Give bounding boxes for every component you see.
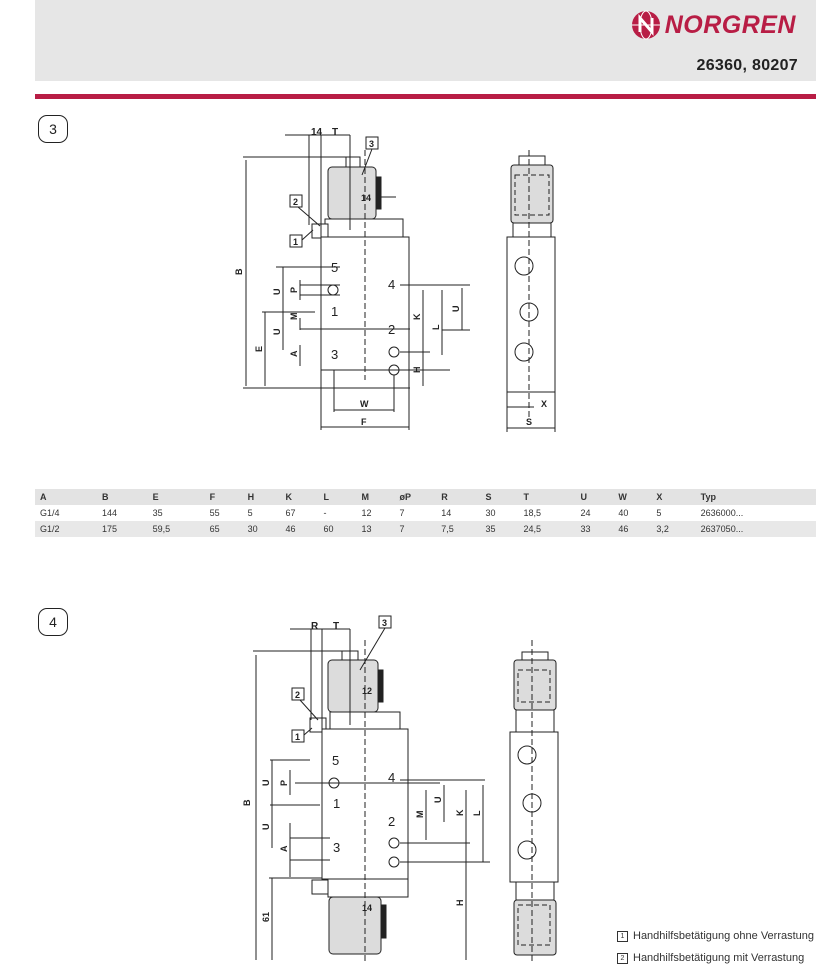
svg-text:U: U xyxy=(272,289,282,296)
legend-item: 2 Handhilfsbetätigung mit Verrastung xyxy=(617,952,814,974)
svg-text:L: L xyxy=(431,324,441,330)
svg-text:T: T xyxy=(332,127,338,138)
svg-text:B: B xyxy=(234,268,244,275)
svg-text:P: P xyxy=(279,780,289,786)
svg-text:U: U xyxy=(261,824,271,831)
svg-text:3: 3 xyxy=(333,840,340,855)
page-header: NORGREN 26360, 80207 xyxy=(35,0,816,81)
legend-number: 2 xyxy=(617,952,628,964)
svg-text:5: 5 xyxy=(331,260,338,275)
svg-text:5: 5 xyxy=(332,753,339,768)
svg-text:2: 2 xyxy=(388,814,395,829)
svg-text:M: M xyxy=(415,811,425,819)
svg-text:A: A xyxy=(289,350,299,357)
svg-text:A: A xyxy=(279,845,289,852)
svg-text:14: 14 xyxy=(362,903,372,913)
svg-text:12: 12 xyxy=(362,686,372,696)
svg-text:4: 4 xyxy=(388,770,395,785)
svg-text:1: 1 xyxy=(293,237,298,247)
svg-text:3: 3 xyxy=(331,347,338,362)
svg-text:R: R xyxy=(311,621,319,632)
brand-divider xyxy=(35,94,816,99)
svg-text:U: U xyxy=(272,329,282,336)
svg-text:H: H xyxy=(412,367,422,374)
svg-text:2: 2 xyxy=(295,690,300,700)
legend-text: Handhilfsbetätigung mit Verrastung xyxy=(633,952,805,964)
svg-text:M: M xyxy=(289,313,299,321)
svg-text:U: U xyxy=(451,306,461,313)
norgren-logo: NORGREN xyxy=(631,10,796,40)
svg-text:14: 14 xyxy=(311,127,323,138)
svg-text:B: B xyxy=(242,799,252,806)
svg-text:4: 4 xyxy=(388,277,395,292)
svg-text:2: 2 xyxy=(388,322,395,337)
svg-text:1: 1 xyxy=(295,732,300,742)
svg-text:X: X xyxy=(541,399,547,409)
svg-text:T: T xyxy=(333,621,339,632)
legend-number: 1 xyxy=(617,930,628,942)
svg-text:L: L xyxy=(472,810,482,816)
svg-text:E: E xyxy=(254,346,264,352)
legend: 1 Handhilfsbetätigung ohne Verrastung 2 Ha… xyxy=(617,930,814,974)
legend-item: 1 Handhilfsbetätigung ohne Verrastung xyxy=(617,930,814,952)
legend-text: Handhilfsbetätigung ohne Verrastung xyxy=(633,930,815,942)
svg-text:2: 2 xyxy=(293,197,298,207)
svg-text:W: W xyxy=(360,399,369,409)
svg-text:3: 3 xyxy=(382,618,387,628)
svg-text:K: K xyxy=(412,313,422,320)
svg-text:1: 1 xyxy=(333,796,340,811)
svg-text:H: H xyxy=(455,900,465,907)
section-badge-3: 3 xyxy=(38,115,68,143)
svg-text:14: 14 xyxy=(361,193,371,203)
svg-text:K: K xyxy=(455,809,465,816)
section-badge-4: 4 xyxy=(38,608,68,636)
part-numbers: 26360, 80207 xyxy=(696,57,798,74)
svg-text:S: S xyxy=(526,417,532,427)
svg-text:1: 1 xyxy=(331,304,338,319)
svg-text:U: U xyxy=(433,797,443,804)
svg-text:3: 3 xyxy=(369,139,374,149)
svg-text:F: F xyxy=(361,417,367,427)
svg-text:U: U xyxy=(261,780,271,787)
brand-name: NORGREN xyxy=(664,10,796,39)
globe-logo-icon xyxy=(631,10,660,40)
svg-text:P: P xyxy=(289,287,299,293)
svg-text:61: 61 xyxy=(261,912,271,922)
